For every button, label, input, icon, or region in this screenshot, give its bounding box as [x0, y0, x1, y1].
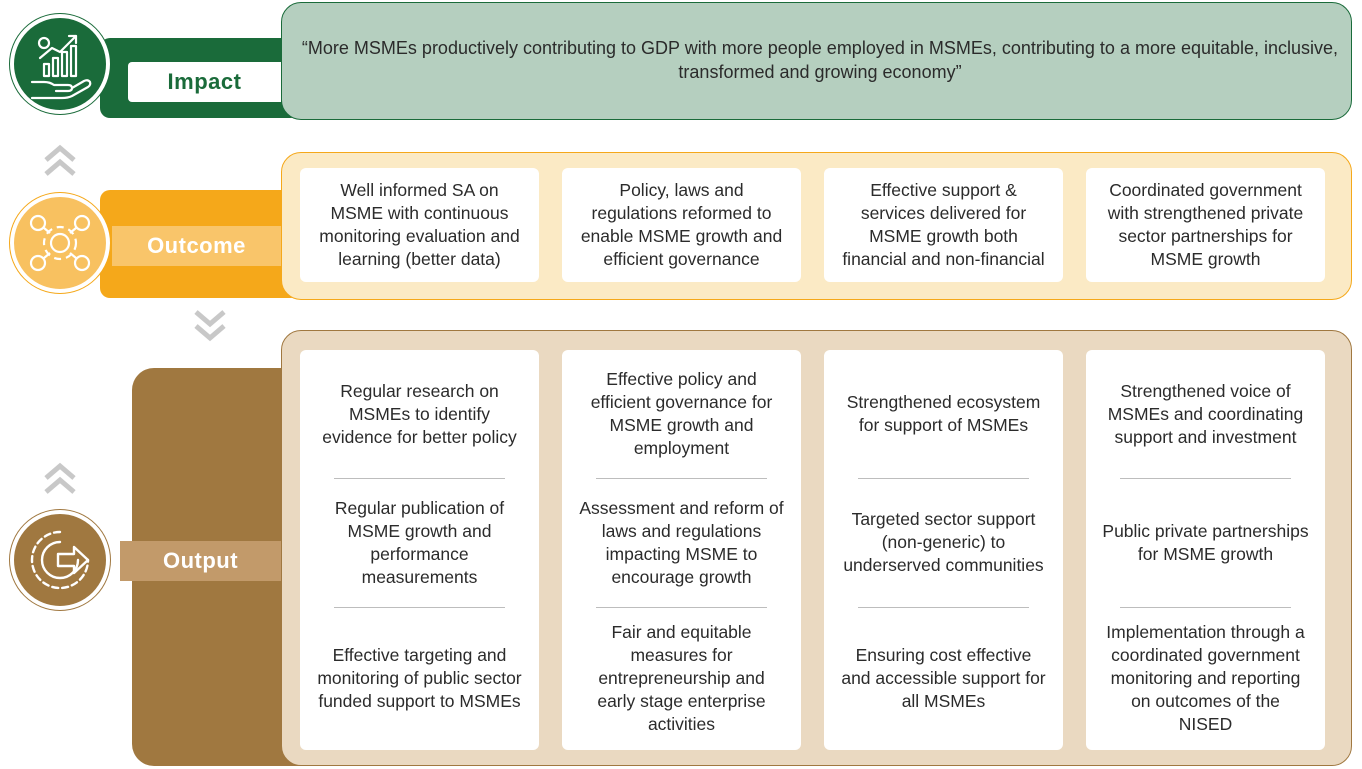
outcome-card: Coordinated government with strengthened…: [1086, 168, 1325, 282]
chevron-up-icon: [44, 144, 76, 176]
impact-icon-circle: [10, 14, 110, 114]
output-column: Strengthened ecosystem for support of MS…: [824, 350, 1063, 750]
gear-arrow-icon: [30, 530, 90, 590]
output-item: Strengthened voice of MSMEs and coordina…: [1107, 380, 1304, 447]
output-item: Regular publication of MSME growth and p…: [334, 497, 505, 587]
outcome-card: Well informed SA on MSME with continuous…: [300, 168, 539, 282]
output-item: Assessment and reform of laws and regula…: [579, 497, 784, 587]
divider: [596, 607, 767, 608]
outcome-label: Outcome: [112, 226, 281, 266]
chevron-up-icon: [44, 462, 76, 494]
output-label: Output: [120, 541, 281, 581]
output-item: Implementation through a coordinated gov…: [1106, 622, 1305, 734]
output-item: Targeted sector support (non-generic) to…: [843, 509, 1044, 575]
output-item: Effective targeting and monitoring of pu…: [317, 645, 522, 711]
output-item: Public private partnerships for MSME gro…: [1102, 520, 1309, 564]
output-item: Effective policy and efficient governanc…: [590, 369, 773, 458]
impact-label: Impact: [128, 62, 281, 102]
impact-statement: “More MSMEs productively contributing to…: [301, 38, 1339, 82]
divider: [858, 478, 1029, 479]
divider: [334, 478, 505, 479]
outcome-icon-circle: [10, 193, 110, 293]
gears-icon: [29, 214, 91, 272]
divider: [1120, 607, 1291, 608]
output-column: Strengthened voice of MSMEs and coordina…: [1086, 350, 1325, 750]
output-item: Strengthened ecosystem for support of MS…: [846, 392, 1041, 435]
divider: [596, 478, 767, 479]
output-item: Ensuring cost effective and accessible s…: [841, 645, 1046, 711]
output-column: Effective policy and efficient governanc…: [562, 350, 801, 750]
output-column: Regular research on MSMEs to identify ev…: [300, 350, 539, 750]
output-item: Regular research on MSMEs to identify ev…: [322, 380, 517, 447]
output-icon-circle: [10, 510, 110, 610]
impact-panel: [281, 2, 1352, 120]
chevron-down-icon: [194, 310, 226, 342]
divider: [334, 607, 505, 608]
growth-hand-icon: [30, 34, 92, 100]
output-item: Fair and equitable measures for entrepre…: [597, 622, 766, 734]
outcome-card: Policy, laws and regulations reformed to…: [562, 168, 801, 282]
divider: [1120, 478, 1291, 479]
divider: [858, 607, 1029, 608]
outcome-card: Effective support & services delivered f…: [824, 168, 1063, 282]
